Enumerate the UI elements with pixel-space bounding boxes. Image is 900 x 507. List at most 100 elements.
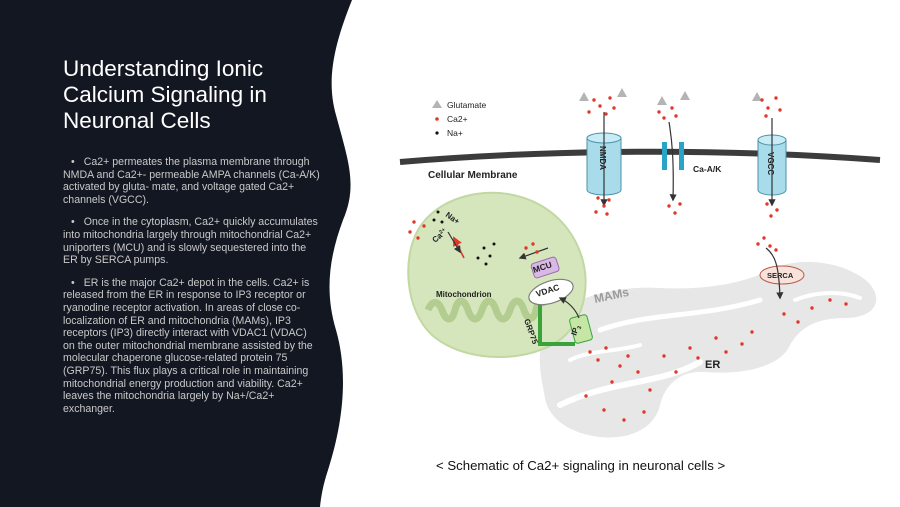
bullet-item: Once in the cytoplasm, Ca2+ quickly accu…	[63, 216, 321, 266]
calcium-ion	[524, 246, 528, 250]
calcium-ion	[828, 298, 832, 302]
calcium-ion	[724, 350, 728, 354]
calcium-ion	[768, 244, 772, 248]
calcium-ion	[688, 346, 692, 350]
calcium-ion	[762, 236, 766, 240]
calcium-ion	[756, 242, 760, 246]
calcium-ion	[608, 96, 612, 100]
calcium-ion	[774, 96, 778, 100]
legend-glutamate: Glutamate	[447, 100, 486, 110]
serca-pump: SERCA	[759, 265, 805, 285]
calcium-ion	[412, 220, 416, 224]
calcium-ion	[782, 312, 786, 316]
er-label: ER	[705, 359, 720, 371]
mcu-channel: MCU	[530, 256, 560, 279]
bullet-list: Ca2+ permeates the plasma membrane throu…	[63, 156, 321, 415]
figure-caption: < Schematic of Ca2+ signaling in neurona…	[436, 458, 726, 473]
calcium-ion	[674, 370, 678, 374]
calcium-ion	[626, 354, 630, 358]
calcium-legend-icon	[435, 117, 439, 121]
calcium-ion	[598, 104, 602, 108]
text-panel: Understanding Ionic Calcium Signaling in…	[63, 56, 321, 425]
glutamate-molecule	[680, 91, 690, 100]
calcium-ion	[673, 211, 677, 215]
sodium-ions	[432, 210, 496, 266]
calcium-ion	[602, 408, 606, 412]
calcium-ion	[605, 212, 609, 216]
calcium-ion	[678, 202, 682, 206]
ca-ak-label: Ca-A/K	[693, 164, 722, 174]
calcium-ion	[610, 380, 614, 384]
calcium-ion	[796, 320, 800, 324]
calcium-ion	[612, 106, 616, 110]
mitochondrion: Mitochondrion	[407, 191, 587, 359]
calcium-ion	[622, 418, 626, 422]
sodium-ion	[436, 210, 440, 214]
calcium-ion	[760, 98, 764, 102]
glutamate-molecule	[579, 92, 589, 101]
sodium-ion	[440, 220, 444, 224]
calcium-ion	[662, 116, 666, 120]
mitochondrion-label: Mitochondrion	[436, 290, 492, 299]
glutamate-molecule	[657, 96, 667, 105]
ip3-receptor: IP3	[569, 314, 593, 344]
calcium-ion	[766, 106, 770, 110]
calcium-ion	[769, 214, 773, 218]
slide-title: Understanding Ionic Calcium Signaling in…	[63, 56, 267, 133]
calcium-ion	[657, 110, 661, 114]
ca-ak-channel: Ca-A/K	[662, 142, 722, 174]
calcium-ion	[765, 202, 769, 206]
sodium-legend-icon	[435, 131, 439, 135]
sodium-ion	[488, 254, 492, 258]
glutamate-legend-icon	[432, 100, 442, 108]
legend: Glutamate Ca2+ Na+	[432, 100, 486, 138]
calcium-ion	[810, 306, 814, 310]
calcium-ion	[535, 250, 539, 254]
calcium-ion	[774, 248, 778, 252]
serca-label: SERCA	[767, 271, 794, 280]
calcium-ion	[594, 210, 598, 214]
calcium-ion	[596, 358, 600, 362]
calcium-ion	[844, 302, 848, 306]
calcium-ion	[596, 196, 600, 200]
legend-sodium: Na+	[447, 128, 463, 138]
sodium-ion	[476, 256, 480, 260]
calcium-ions	[408, 96, 848, 422]
calcium-ion	[714, 336, 718, 340]
calcium-ion	[648, 388, 652, 392]
calcium-ion	[636, 370, 640, 374]
calcium-ion	[531, 242, 535, 246]
calcium-ion	[674, 114, 678, 118]
calcium-ion	[584, 394, 588, 398]
calcium-ion	[642, 410, 646, 414]
bullet-item: ER is the major Ca2+ depot in the cells.…	[63, 277, 321, 416]
nmda-label: NMDA	[598, 146, 607, 170]
bullet-item: Ca2+ permeates the plasma membrane throu…	[63, 156, 321, 206]
sodium-ion	[432, 218, 436, 222]
calcium-ion	[604, 112, 608, 116]
calcium-ion	[662, 354, 666, 358]
calcium-ion	[422, 224, 426, 228]
calcium-ion	[740, 342, 744, 346]
calcium-ion	[775, 208, 779, 212]
calcium-ion	[602, 204, 606, 208]
endoplasmic-reticulum: MAMs ER	[539, 261, 877, 438]
calcium-ion	[588, 350, 592, 354]
calcium-ion	[778, 108, 782, 112]
vgcc-label: VGCC	[766, 152, 775, 175]
legend-calcium: Ca2+	[447, 114, 468, 124]
calcium-ion	[587, 110, 591, 114]
calcium-ion	[764, 114, 768, 118]
sodium-ion	[482, 246, 486, 250]
glutamate-molecule	[752, 92, 762, 101]
calcium-ion	[750, 330, 754, 334]
calcium-ion	[604, 346, 608, 350]
sodium-ion	[492, 242, 496, 246]
membrane-label: Cellular Membrane	[428, 170, 518, 181]
calcium-ion	[670, 106, 674, 110]
calcium-ion	[696, 356, 700, 360]
glutamate-molecule	[617, 88, 627, 97]
calcium-ion	[408, 230, 412, 234]
